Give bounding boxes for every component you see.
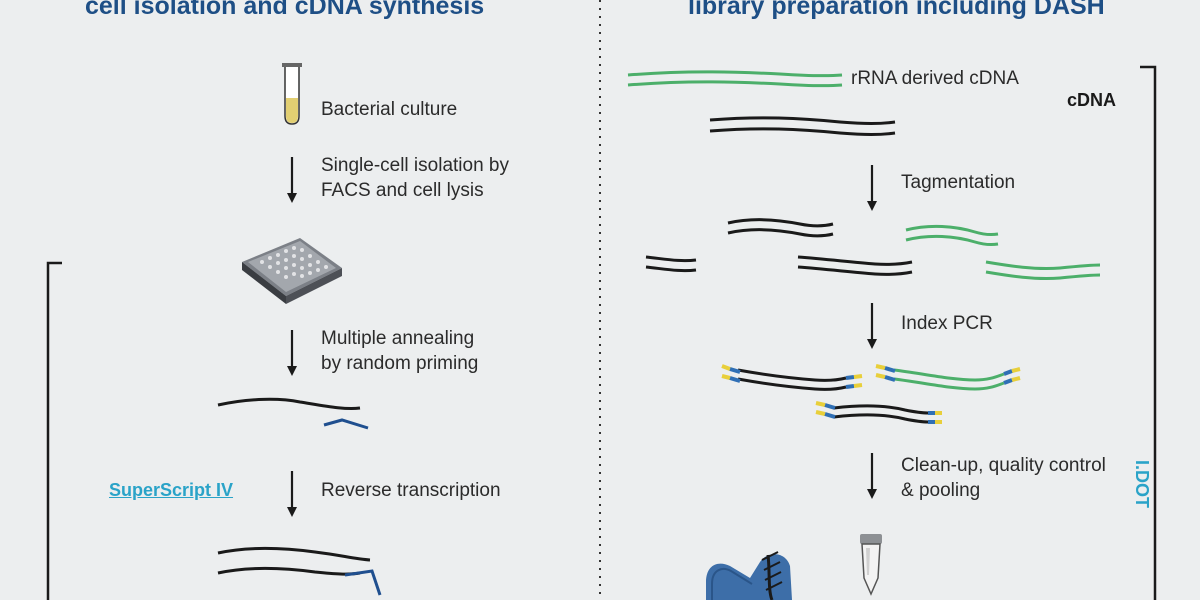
tagmented-fragments: [645, 218, 1101, 281]
dispensing-instrument-icon: [706, 551, 792, 600]
step-tagmentation: Tagmentation: [901, 172, 1016, 193]
cdna-label: cDNA: [1067, 90, 1117, 110]
step-index-pcr: Index PCR: [901, 313, 993, 334]
indexed-fragments: [721, 364, 1021, 424]
rrna-green-bottom: [627, 80, 843, 88]
well-plate-icon: [242, 238, 342, 304]
rt-primer-tail: [344, 569, 382, 596]
random-primer: [323, 418, 369, 430]
pcr-tube-icon: [860, 534, 882, 596]
step-cleanup-pooling: Clean-up, quality control & pooling: [901, 455, 1106, 501]
right-heading: library preparation including DASH: [688, 0, 1105, 20]
rt-strand-bottom: [217, 566, 361, 576]
right-bracket: [1140, 65, 1157, 600]
rna-strand: [217, 397, 361, 410]
step-reverse-transcription: Reverse transcription: [321, 480, 501, 501]
rt-strand-top: [217, 546, 371, 562]
cdna-black-top: [709, 116, 896, 125]
culture-tube-icon: [282, 63, 302, 125]
step-multiple-annealing: Multiple annealing by random priming: [321, 328, 479, 374]
step-bacterial-culture: Bacterial culture: [321, 99, 458, 120]
cdna-black-bottom: [709, 127, 896, 136]
left-bracket: [46, 261, 62, 600]
rrna-green-top: [627, 70, 843, 78]
rrna-derived-cdna-label: rRNA derived cDNA: [851, 68, 1019, 89]
superscript-iv-link[interactable]: SuperScript IV: [109, 480, 234, 500]
left-heading: cell isolation and cDNA synthesis: [85, 0, 485, 20]
step-single-cell-isolation: Single-cell isolation by FACS and cell l…: [321, 155, 509, 201]
idot-side-label: I.DOT: [1132, 460, 1152, 508]
